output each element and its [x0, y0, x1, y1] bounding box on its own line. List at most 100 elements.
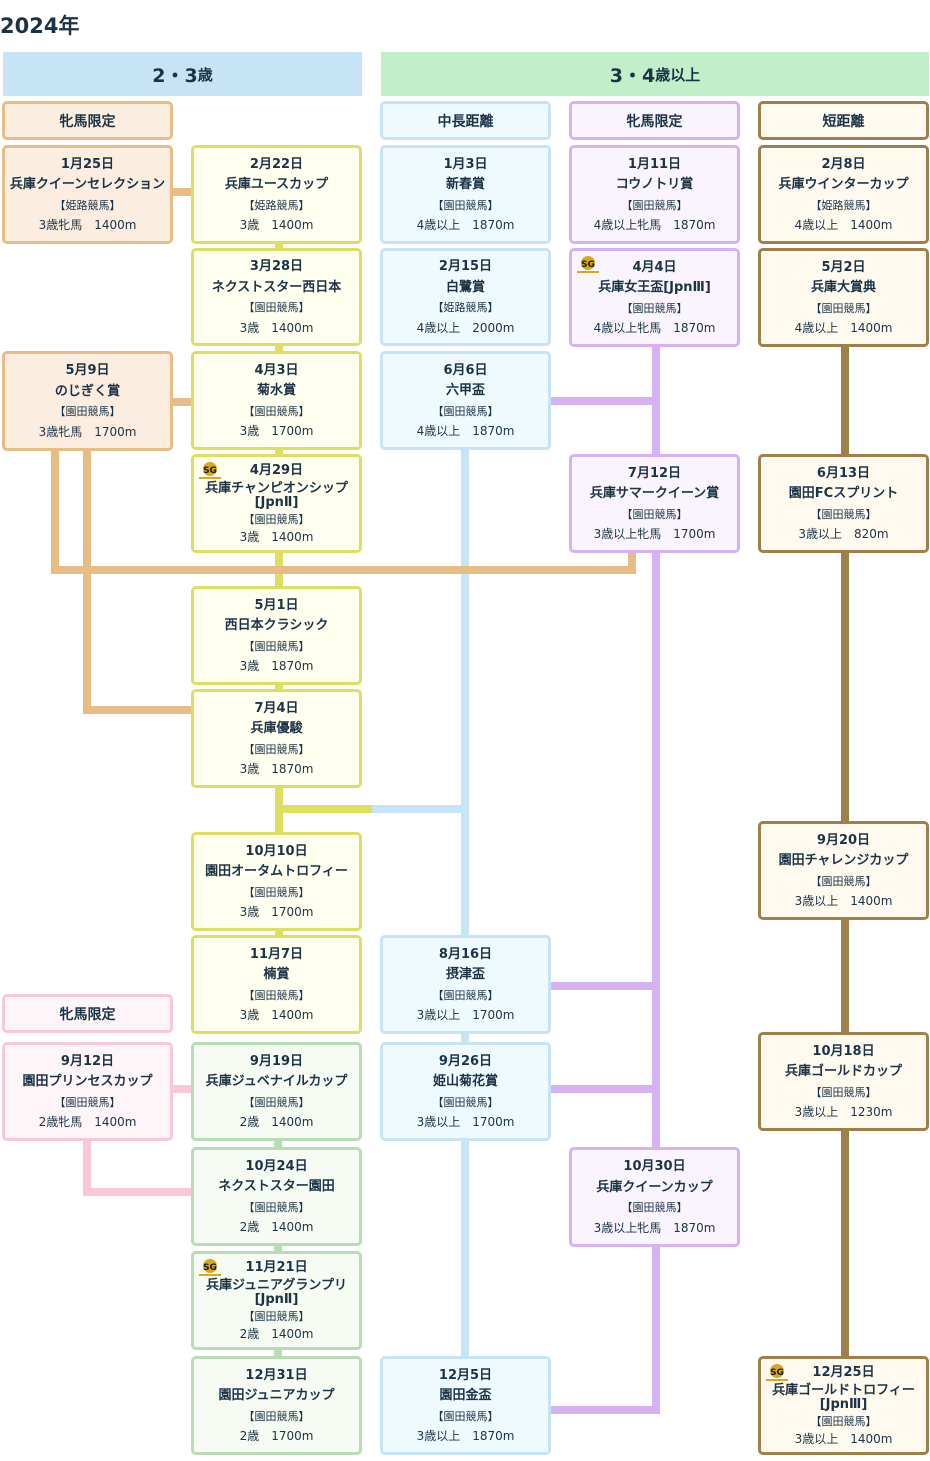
race-card-r10[interactable]: 11月7日楠賞【園田競馬】3歳 1400m [191, 935, 362, 1034]
race-card-r13[interactable]: 10月24日ネクストスター園田【園田競馬】2歳 1400m [191, 1147, 362, 1246]
race-conditions: 3歳 1400m [239, 530, 314, 545]
race-conditions: 2歳 1400m [239, 1327, 314, 1342]
race-name: 園田オータムトロフィー [205, 864, 348, 880]
race-conditions: 3歳牝馬 1400m [38, 218, 137, 233]
race-date: 5月9日 [65, 362, 110, 378]
race-name: コウノトリ賞 [615, 177, 694, 193]
jpn-graded-logo-icon: SG [577, 256, 599, 273]
svg-text:SG: SG [770, 1368, 784, 1378]
race-date: 11月21日 [245, 1259, 308, 1275]
race-date: 4月29日 [249, 462, 304, 478]
race-conditions: 4歳以上牝馬 1870m [593, 321, 716, 336]
race-conditions: 3歳牝馬 1700m [38, 425, 137, 440]
race-card-r29[interactable]: 9月20日園田チャレンジカップ【園田競馬】3歳以上 1400m [758, 821, 929, 920]
race-name: 兵庫ユースカップ [224, 177, 329, 193]
race-card-r1[interactable]: 1月25日兵庫クイーンセレクション【姫路競馬】3歳牝馬 1400m [2, 145, 173, 244]
group-older-main: 3・4 [609, 64, 656, 87]
line-orange-yushun [83, 448, 195, 714]
race-card-r18[interactable]: 6月6日六甲盃【園田競馬】4歳以上 1870m [380, 351, 551, 450]
jpn-graded-logo-icon: SG [199, 462, 221, 479]
line-orange-summer [51, 448, 636, 574]
race-course: 【園田競馬】 [810, 507, 877, 521]
race-date: 2月22日 [249, 156, 304, 172]
race-conditions: 4歳以上 1400m [794, 218, 893, 233]
race-name: のじぎく賞 [54, 383, 121, 399]
race-conditions: 3歳以上 1870m [416, 1429, 515, 1444]
race-date: 6月6日 [443, 362, 488, 378]
race-course: 【園田競馬】 [621, 198, 688, 212]
race-course: 【園田競馬】 [243, 301, 310, 315]
race-card-r20[interactable]: 9月26日姫山菊花賞【園田競馬】3歳以上 1700m [380, 1042, 551, 1141]
race-card-r5[interactable]: 4月3日菊水賞【園田競馬】3歳 1700m [191, 351, 362, 450]
race-conditions: 2歳 1700m [239, 1429, 314, 1444]
race-date: 11月7日 [249, 946, 304, 962]
race-conditions: 4歳以上 2000m [416, 320, 515, 335]
race-course: 【園田競馬】 [810, 1415, 877, 1429]
race-conditions: 4歳以上牝馬 1870m [593, 218, 716, 233]
race-card-r3[interactable]: 2月22日兵庫ユースカップ【姫路競馬】3歳 1400m [191, 145, 362, 244]
race-conditions: 3歳 1400m [239, 320, 314, 335]
race-card-r12[interactable]: 9月19日兵庫ジュベナイルカップ【園田競馬】2歳 1400m [191, 1042, 362, 1141]
race-card-r2[interactable]: 5月9日のじぎく賞【園田競馬】3歳牝馬 1700m [2, 351, 173, 451]
race-course: 【園田競馬】 [243, 988, 310, 1002]
race-date: 10月18日 [812, 1043, 875, 1059]
jpn-graded-logo-icon: SG [766, 1364, 788, 1381]
race-date: 7月12日 [627, 465, 682, 481]
race-name: 兵庫優駿 [250, 721, 303, 737]
race-course: 【園田競馬】 [810, 874, 877, 888]
race-card-r21[interactable]: 12月5日園田金盃【園田競馬】3歳以上 1870m [380, 1356, 551, 1455]
category-fillies-young: 牝馬限定 [2, 101, 173, 140]
race-card-r19[interactable]: 8月16日摂津盃【園田競馬】3歳以上 1700m [380, 935, 551, 1034]
race-card-r24[interactable]: 7月12日兵庫サマークイーン賞【園田競馬】3歳以上牝馬 1700m [569, 454, 740, 553]
race-conditions: 3歳 1700m [239, 424, 314, 439]
race-name: 兵庫大賞典 [810, 280, 876, 296]
race-card-r28[interactable]: 6月13日園田FCスプリント【園田競馬】3歳以上 820m [758, 454, 929, 553]
race-card-r30[interactable]: 10月18日兵庫ゴールドカップ【園田競馬】3歳以上 1230m [758, 1032, 929, 1131]
race-conditions: 3歳 1700m [239, 905, 314, 920]
race-date: 10月10日 [245, 843, 308, 859]
race-name: 園田プリンセスカップ [22, 1074, 153, 1090]
race-card-r6[interactable]: 4月29日兵庫チャンピオンシップ[JpnⅡ] 【園田競馬】 3歳 1400m SG [191, 454, 362, 553]
race-conditions: 3歳以上 1400m [794, 1432, 893, 1447]
race-date: 1月3日 [443, 156, 488, 172]
race-card-r17[interactable]: 2月15日白鷺賞【姫路競馬】4歳以上 2000m [380, 248, 551, 346]
race-card-r25[interactable]: 10月30日兵庫クイーンカップ【園田競馬】3歳以上牝馬 1870m [569, 1147, 740, 1247]
race-course: 【園田競馬】 [432, 1095, 499, 1109]
race-card-r9[interactable]: 10月10日園田オータムトロフィー【園田競馬】3歳 1700m [191, 832, 362, 931]
race-card-r15[interactable]: 12月31日園田ジュニアカップ【園田競馬】2歳 1700m [191, 1356, 362, 1455]
race-date: 12月5日 [438, 1367, 493, 1383]
race-date: 7月4日 [254, 700, 299, 716]
category-middle-distance: 中長距離 [380, 101, 551, 140]
race-card-r26[interactable]: 2月8日兵庫ウインターカップ【姫路競馬】4歳以上 1400m [758, 145, 929, 244]
race-card-r7[interactable]: 5月1日西日本クラシック【園田競馬】3歳 1870m [191, 586, 362, 685]
race-card-r22[interactable]: 1月11日コウノトリ賞【園田競馬】4歳以上牝馬 1870m [569, 145, 740, 244]
line-pink-2 [83, 1136, 195, 1196]
race-course: 【姫路競馬】 [432, 301, 499, 315]
race-conditions: 3歳以上牝馬 1700m [593, 527, 716, 542]
race-conditions: 2歳 1400m [239, 1115, 314, 1130]
race-name: 兵庫クイーンカップ [596, 1179, 713, 1195]
race-course: 【園田競馬】 [243, 513, 310, 527]
race-name: 兵庫ウインターカップ [778, 177, 909, 193]
race-course: 【園田競馬】 [243, 1095, 310, 1109]
race-date: 6月13日 [816, 465, 871, 481]
race-name: 兵庫チャンピオンシップ[JpnⅡ] [205, 480, 348, 510]
race-name: 西日本クラシック [224, 618, 329, 634]
race-card-r27[interactable]: 5月2日兵庫大賞典【園田競馬】4歳以上 1400m [758, 248, 929, 347]
race-date: 12月25日 [812, 1364, 875, 1380]
race-date: 1月25日 [60, 156, 115, 172]
race-date: 9月19日 [249, 1053, 304, 1069]
race-card-r11[interactable]: 9月12日園田プリンセスカップ【園田競馬】2歳牝馬 1400m [2, 1042, 173, 1141]
race-card-r8[interactable]: 7月4日兵庫優駿【園田競馬】3歳 1870m [191, 689, 362, 788]
race-course: 【園田競馬】 [243, 1310, 310, 1324]
race-card-r16[interactable]: 1月3日新春賞【園田競馬】4歳以上 1870m [380, 145, 551, 244]
race-date: 4月3日 [254, 362, 299, 378]
race-course: 【園田競馬】 [432, 404, 499, 418]
race-course: 【園田競馬】 [432, 198, 499, 212]
race-name: ネクストスター園田 [218, 1179, 335, 1195]
race-card-r4[interactable]: 3月28日ネクストスター西日本【園田競馬】3歳 1400m [191, 248, 362, 346]
